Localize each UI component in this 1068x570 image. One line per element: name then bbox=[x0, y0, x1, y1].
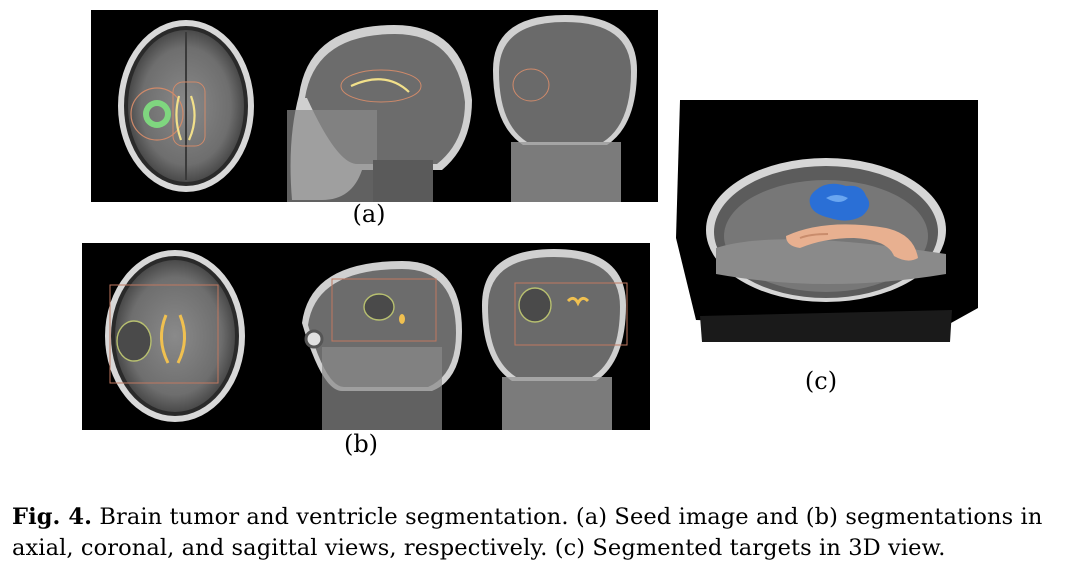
panel-a-coronal-view bbox=[493, 15, 637, 202]
panel-a-svg bbox=[118, 10, 637, 202]
panel-a-images bbox=[91, 10, 658, 202]
panel-b-sag-roi-box bbox=[331, 278, 437, 342]
figure-caption: Fig. 4. Brain tumor and ventricle segmen… bbox=[12, 502, 1062, 564]
panel-b-axial-roi-box bbox=[109, 284, 219, 384]
panel-b-coronal-view bbox=[482, 249, 628, 430]
panel-c-label: (c) bbox=[804, 367, 838, 395]
panel-c-svg bbox=[676, 100, 978, 342]
caption-prefix: Fig. 4. bbox=[12, 504, 93, 530]
panel-a-tumor-seed bbox=[143, 100, 171, 128]
panel-b-cor-roi-box bbox=[514, 282, 628, 346]
panel-b-svg bbox=[105, 243, 628, 430]
panel-b-axial-tumor-segment bbox=[116, 320, 152, 362]
panel-a-sagittal-view bbox=[279, 10, 472, 202]
panel-c-tumor-3d bbox=[809, 183, 870, 221]
panel-b-axial-view bbox=[105, 250, 245, 422]
panel-c-3d-view bbox=[676, 98, 982, 344]
panel-b-images bbox=[82, 243, 650, 430]
panel-b-label: (b) bbox=[343, 430, 379, 458]
panel-a-label: (a) bbox=[352, 200, 386, 228]
caption-text: Brain tumor and ventricle segmentation. … bbox=[12, 504, 1043, 561]
panel-a-sag-ventricle-seed bbox=[350, 78, 410, 93]
panel-a-axial-view bbox=[118, 20, 254, 192]
panel-b-sagittal-view bbox=[267, 243, 467, 430]
panel-a-tumor-contour bbox=[130, 87, 184, 141]
panel-b-axial-ventricle-segment bbox=[160, 314, 186, 364]
panel-a-ventricle-seed bbox=[175, 95, 196, 141]
